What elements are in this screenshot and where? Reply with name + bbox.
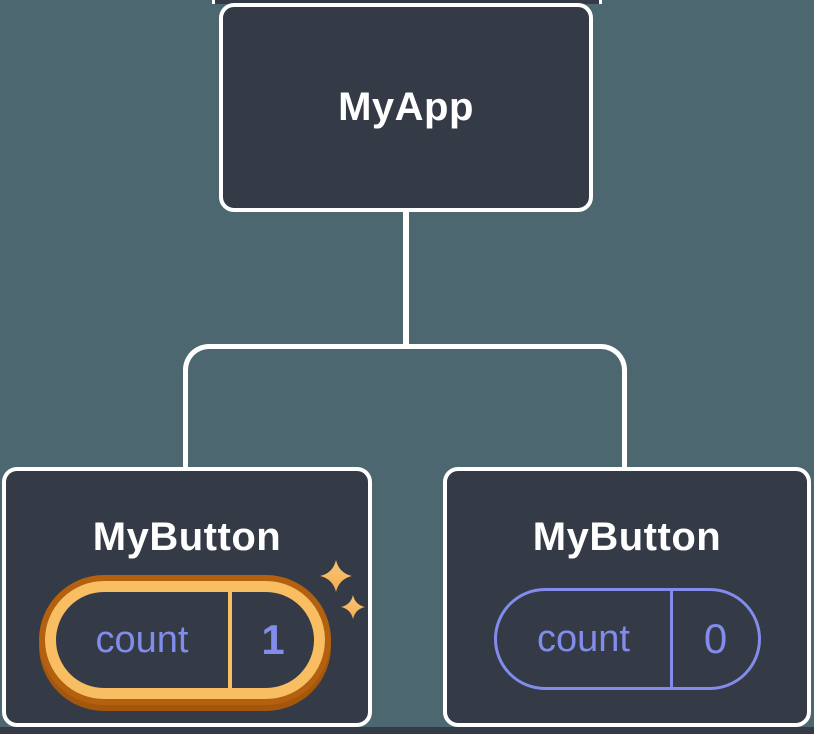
tree-node-myapp: MyApp [219, 3, 593, 212]
node-label-mybutton-right: MyButton [532, 515, 722, 559]
cropped-element-top-edge [212, 0, 602, 4]
state-value: 1 [261, 616, 285, 663]
state-pill: count 0 [494, 588, 761, 690]
sparkle-icon [320, 560, 365, 619]
state-value: 0 [703, 615, 728, 662]
pill-divider [670, 591, 673, 687]
cropped-element-bottom-edge [0, 727, 814, 734]
node-label-myapp: MyApp [338, 85, 474, 129]
pill-divider [228, 592, 232, 688]
tree-node-mybutton-right: MyButton [443, 467, 811, 727]
node-label-mybutton-left: MyButton [92, 515, 282, 559]
state-key-label: count [537, 617, 630, 660]
connector-branch [183, 344, 627, 467]
connector-parent-stem [403, 212, 409, 346]
state-key-label: count [95, 618, 189, 661]
state-pill-highlighted: count 1 [45, 581, 325, 699]
